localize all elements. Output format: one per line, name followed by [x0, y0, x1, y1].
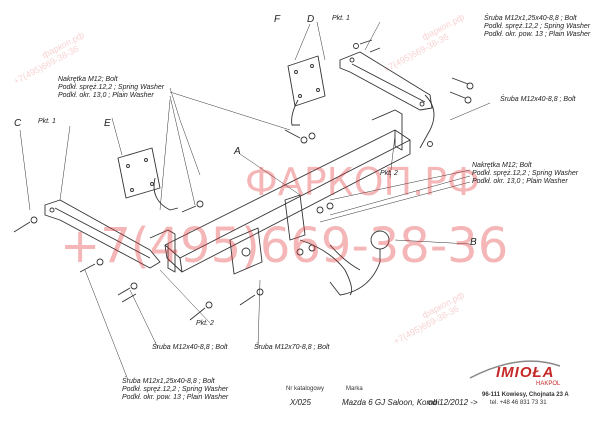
mounting-plate-f — [287, 55, 326, 126]
sruba-bottom-left-callout: Śruba M12x40-8,8 ; Bolt — [152, 344, 228, 351]
part-letter-a: A — [234, 146, 241, 157]
marka-value: Mazda 6 GJ Saloon, Kombi — [342, 398, 440, 407]
leader-lines — [19, 21, 491, 381]
part-letter-d: D — [307, 14, 315, 25]
sruba-top-right-callout: Śruba M12x1,25x40-8,8 ; Bolt Podkł. sprę… — [484, 15, 591, 38]
brand-logo: IMIOŁA — [496, 364, 555, 381]
part-letter-e: E — [104, 118, 111, 129]
company-address: 96-111 Kowiesy, Chojnata 23 A — [482, 392, 569, 398]
part-letter-b: B — [470, 237, 477, 248]
main-crossbeam — [149, 109, 411, 273]
sruba-bottom-callout: Śruba M12x1,25x40-8,8 ; Bolt Podkł. sprę… — [122, 378, 229, 401]
sruba-bottom-mid-callout: Śruba M12x70-8,8 ; Bolt — [254, 344, 330, 351]
tow-neck-mount — [229, 194, 353, 296]
fastener-set — [13, 39, 474, 321]
left-side-bracket — [44, 199, 161, 269]
sruba-right-callout: Śruba M12x40-8,8 ; Bolt — [500, 96, 576, 103]
tow-ball — [329, 230, 390, 296]
part-letter-f: F — [274, 14, 281, 25]
part-letter-c: C — [14, 118, 22, 129]
brand-swoosh-icon — [469, 360, 561, 379]
production-date: od 12/2012 -> — [428, 398, 478, 407]
brand-sub: HAKPOL — [536, 381, 561, 387]
pkt2-right-label: Pkt. 2 — [380, 170, 398, 177]
company-phone: tel. +48 46 831 73 31 — [490, 400, 547, 406]
pkt2-bottom-label: Pkt. 2 — [196, 320, 214, 327]
mounting-plate-e — [117, 147, 179, 211]
pkt1-left-label: Pkt. 1 — [38, 118, 56, 125]
right-side-bracket — [339, 51, 435, 149]
pkt1-right-label: Pkt. 1 — [332, 15, 350, 22]
marka-label: Marka — [346, 386, 363, 392]
catalog-number-label: Nr katalogowy — [286, 386, 325, 392]
catalog-number-value: X/025 — [290, 398, 311, 407]
nakretka-top-callout: Nakrętka M12; Bolt Podkł. spręż.12,2 ; S… — [58, 76, 165, 99]
nakretka-right-callout: Nakrętka M12; Bolt Podkł. spręż.12,2 ; S… — [472, 162, 579, 185]
